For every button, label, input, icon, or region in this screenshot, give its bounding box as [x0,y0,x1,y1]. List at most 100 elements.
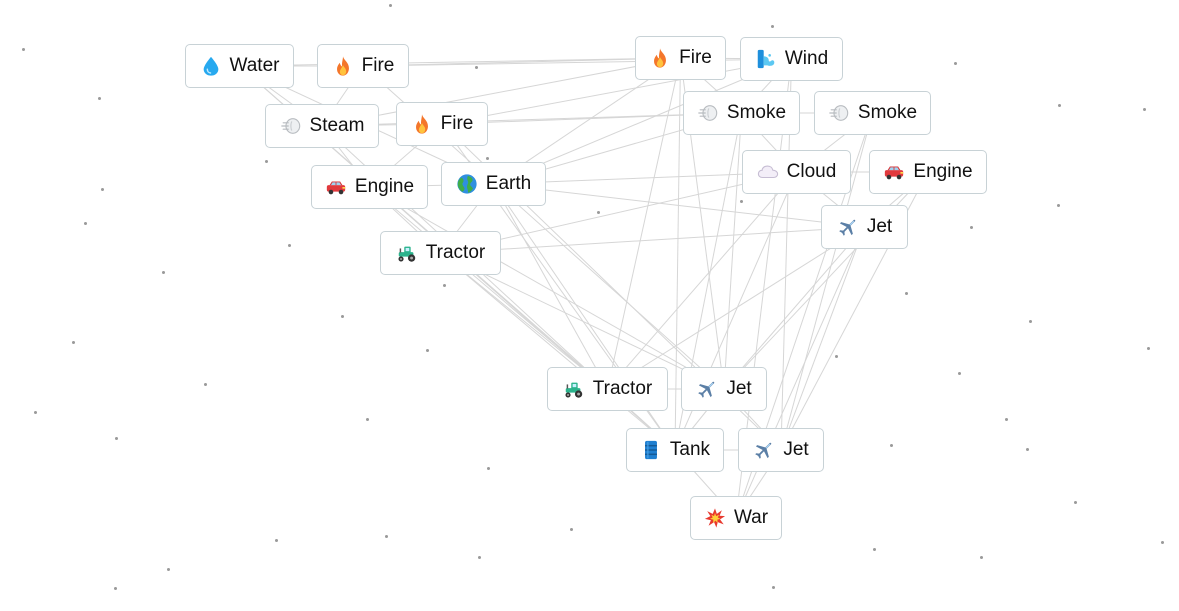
star-dot [385,535,388,538]
star-dot [72,341,75,344]
connection-line [493,183,608,390]
star-dot [873,548,876,551]
element-label: Wind [784,48,829,69]
tractor-icon [563,378,585,400]
connection-line [723,112,742,390]
element-tile-engine[interactable]: Engine [311,165,428,209]
star-dot [1005,418,1008,421]
star-dot [115,437,118,440]
element-label: Jet [783,439,809,460]
element-tile-fire[interactable]: Fire [396,102,488,146]
connection-line [441,58,792,125]
star-dot [34,411,37,414]
element-label: Water [229,55,280,76]
element-tile-fire[interactable]: Fire [635,36,726,80]
connection-line [607,226,865,390]
connection-line [440,226,865,254]
airplane-icon [753,439,775,461]
element-tile-wind[interactable]: Wind [740,37,843,81]
element-label: Jet [726,378,752,399]
element-tile-tractor[interactable]: Tractor [547,367,668,411]
star-dot [167,568,170,571]
element-tile-war[interactable]: War [690,496,782,540]
explosion-icon [704,507,726,529]
star-dot [443,284,446,287]
steam-icon [280,115,302,137]
element-tile-jet[interactable]: Jet [738,428,824,472]
connection-line [780,112,873,451]
star-dot [275,539,278,542]
star-dot [426,349,429,352]
connection-line [780,226,865,451]
star-dot [487,467,490,470]
star-dot [366,418,369,421]
element-tile-tractor[interactable]: Tractor [380,231,501,275]
element-label: War [733,507,769,528]
connection-line [440,252,676,451]
star-dot [204,383,207,386]
element-tile-jet[interactable]: Jet [681,367,767,411]
star-dot [970,226,973,229]
star-dot [162,271,165,274]
element-tile-earth[interactable]: Earth [441,162,546,206]
tractor-icon [396,242,418,264]
airplane-icon [837,216,859,238]
star-dot [570,528,573,531]
star-dot [771,25,774,28]
element-tile-cloud[interactable]: Cloud [742,150,851,194]
star-dot [341,315,344,318]
connection-line [723,226,865,390]
element-label: Cloud [786,161,837,182]
star-dot [905,292,908,295]
element-label: Tank [669,439,711,460]
element-tile-steam[interactable]: Steam [265,104,379,148]
connection-line [239,57,681,67]
star-dot [1057,204,1060,207]
fire-icon [411,113,433,135]
connection-line [607,171,797,390]
star-dot [597,211,600,214]
element-tile-tank[interactable]: Tank [626,428,724,472]
element-tile-water[interactable]: Water [185,44,294,88]
star-dot [1029,320,1032,323]
star-dot [101,188,104,191]
element-label: Fire [361,55,395,76]
airplane-icon [696,378,718,400]
element-label: Fire [440,113,474,134]
element-label: Earth [485,173,532,194]
element-label: Smoke [857,102,918,123]
element-tile-engine[interactable]: Engine [869,150,987,194]
star-dot [1058,104,1061,107]
element-tile-smoke[interactable]: Smoke [683,91,800,135]
star-dot [954,62,957,65]
element-label: Jet [866,216,893,237]
globe-icon [456,173,478,195]
star-dot [84,222,87,225]
barrel-icon [640,439,662,461]
element-label: Smoke [726,102,787,123]
star-dot [1147,347,1150,350]
wind-icon [755,48,777,70]
element-label: Fire [679,47,712,68]
cloud-icon [757,161,779,183]
star-dot [1074,501,1077,504]
star-dot [1026,448,1029,451]
connection-line [321,112,742,127]
star-dot [740,200,743,203]
star-dot [98,97,101,100]
element-label: Tractor [425,242,486,263]
star-dot [475,66,478,69]
star-dot [478,556,481,559]
element-tile-jet[interactable]: Jet [821,205,908,249]
element-label: Engine [913,161,973,182]
element-label: Steam [309,115,365,136]
star-dot [1161,541,1164,544]
element-tile-fire[interactable]: Fire [317,44,409,88]
star-dot [1143,108,1146,111]
connection-line [607,57,681,390]
element-tile-smoke[interactable]: Smoke [814,91,931,135]
connection-line [493,183,865,228]
water-drop-icon [200,55,222,77]
